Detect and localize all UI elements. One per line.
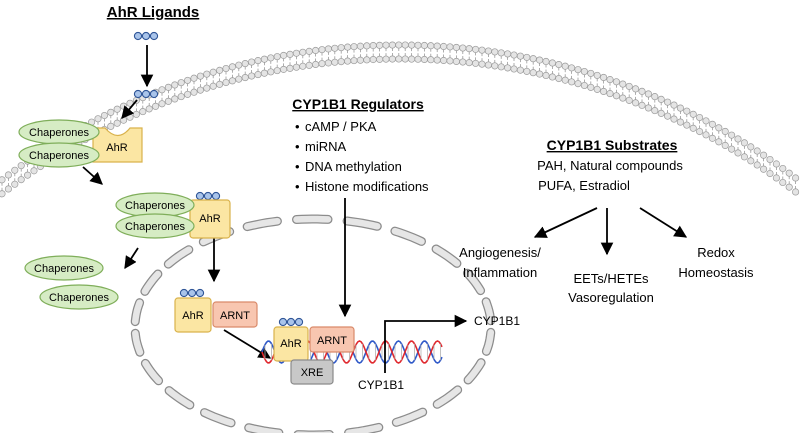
chaperone-label: Chaperones [29, 150, 89, 162]
xre-label: XRE [301, 367, 324, 379]
chaperone-label: Chaperones [34, 263, 94, 275]
arrow [124, 247, 139, 270]
arnt-protein [212, 301, 258, 328]
outcome-redox: Redox [697, 245, 735, 260]
substrates-title: CYP1B1 Substrates [547, 137, 678, 153]
arrow [533, 207, 598, 238]
ligand-icon [133, 31, 159, 41]
chaperone [18, 142, 100, 168]
ahr-label: AhR [182, 310, 203, 322]
bullet: • [295, 179, 300, 194]
ligand-icon [179, 288, 205, 298]
bullet: • [295, 159, 300, 174]
outcome-eets: Vasoregulation [568, 290, 654, 305]
arrow [82, 166, 103, 185]
ligand-icon [133, 89, 159, 99]
ligand-icon [278, 317, 304, 327]
chaperone-label: Chaperones [49, 292, 109, 304]
ligands-title: AhR Ligands [107, 4, 200, 21]
transcription-arrow [384, 314, 468, 373]
outcome-redox: Homeostasis [678, 265, 754, 280]
transcript-label: CYP1B1 [474, 314, 520, 328]
regulator-item: Histone modifications [305, 179, 429, 194]
ahr-label: AhR [280, 338, 301, 350]
arnt-label: ARNT [317, 335, 347, 347]
outcome-eets: EETs/HETEs [573, 271, 649, 286]
bullet: • [295, 139, 300, 154]
chaperone [39, 284, 119, 310]
substrates-line: PAH, Natural compounds [537, 158, 683, 173]
ahr-receptor [189, 199, 231, 239]
outcome-angiogenesis: Inflammation [463, 265, 537, 280]
chaperone-label: Chaperones [125, 221, 185, 233]
regulator-item: DNA methylation [305, 159, 402, 174]
xre-element [290, 359, 334, 385]
ahr-receptor [92, 127, 143, 163]
ahr-label: AhR [106, 142, 127, 154]
chaperone [115, 213, 195, 239]
ahr-receptor [174, 297, 212, 333]
ahr-chaperone-complex: AhR Chaperones Chaperones [18, 119, 143, 168]
arnt-label: ARNT [220, 310, 250, 322]
arrow [639, 207, 688, 238]
regulator-item: miRNA [305, 139, 346, 154]
chaperone [24, 255, 104, 281]
chaperone-label: Chaperones [125, 200, 185, 212]
ligand-icon [195, 191, 221, 201]
arnt-protein [309, 326, 355, 353]
regulator-item: cAMP / PKA [305, 119, 377, 134]
dna-bound-complex: AhR ARNT XRE [273, 326, 355, 385]
substrates-line: PUFA, Estradiol [538, 178, 630, 193]
regulators-list: • cAMP / PKA • miRNA • DNA methylation •… [295, 119, 429, 194]
arrow [121, 99, 138, 119]
ahr-arnt-heterodimer: AhR ARNT [174, 297, 258, 333]
gene-label: CYP1B1 [358, 378, 404, 392]
ahr-label: AhR [199, 213, 220, 225]
bullet: • [295, 119, 300, 134]
regulators-title: CYP1B1 Regulators [292, 96, 424, 112]
chaperone-label: Chaperones [29, 127, 89, 139]
outcome-angiogenesis: Angiogenesis/ [459, 245, 541, 260]
ligand-bound-ahr-complex: AhR Chaperones Chaperones [115, 192, 231, 239]
